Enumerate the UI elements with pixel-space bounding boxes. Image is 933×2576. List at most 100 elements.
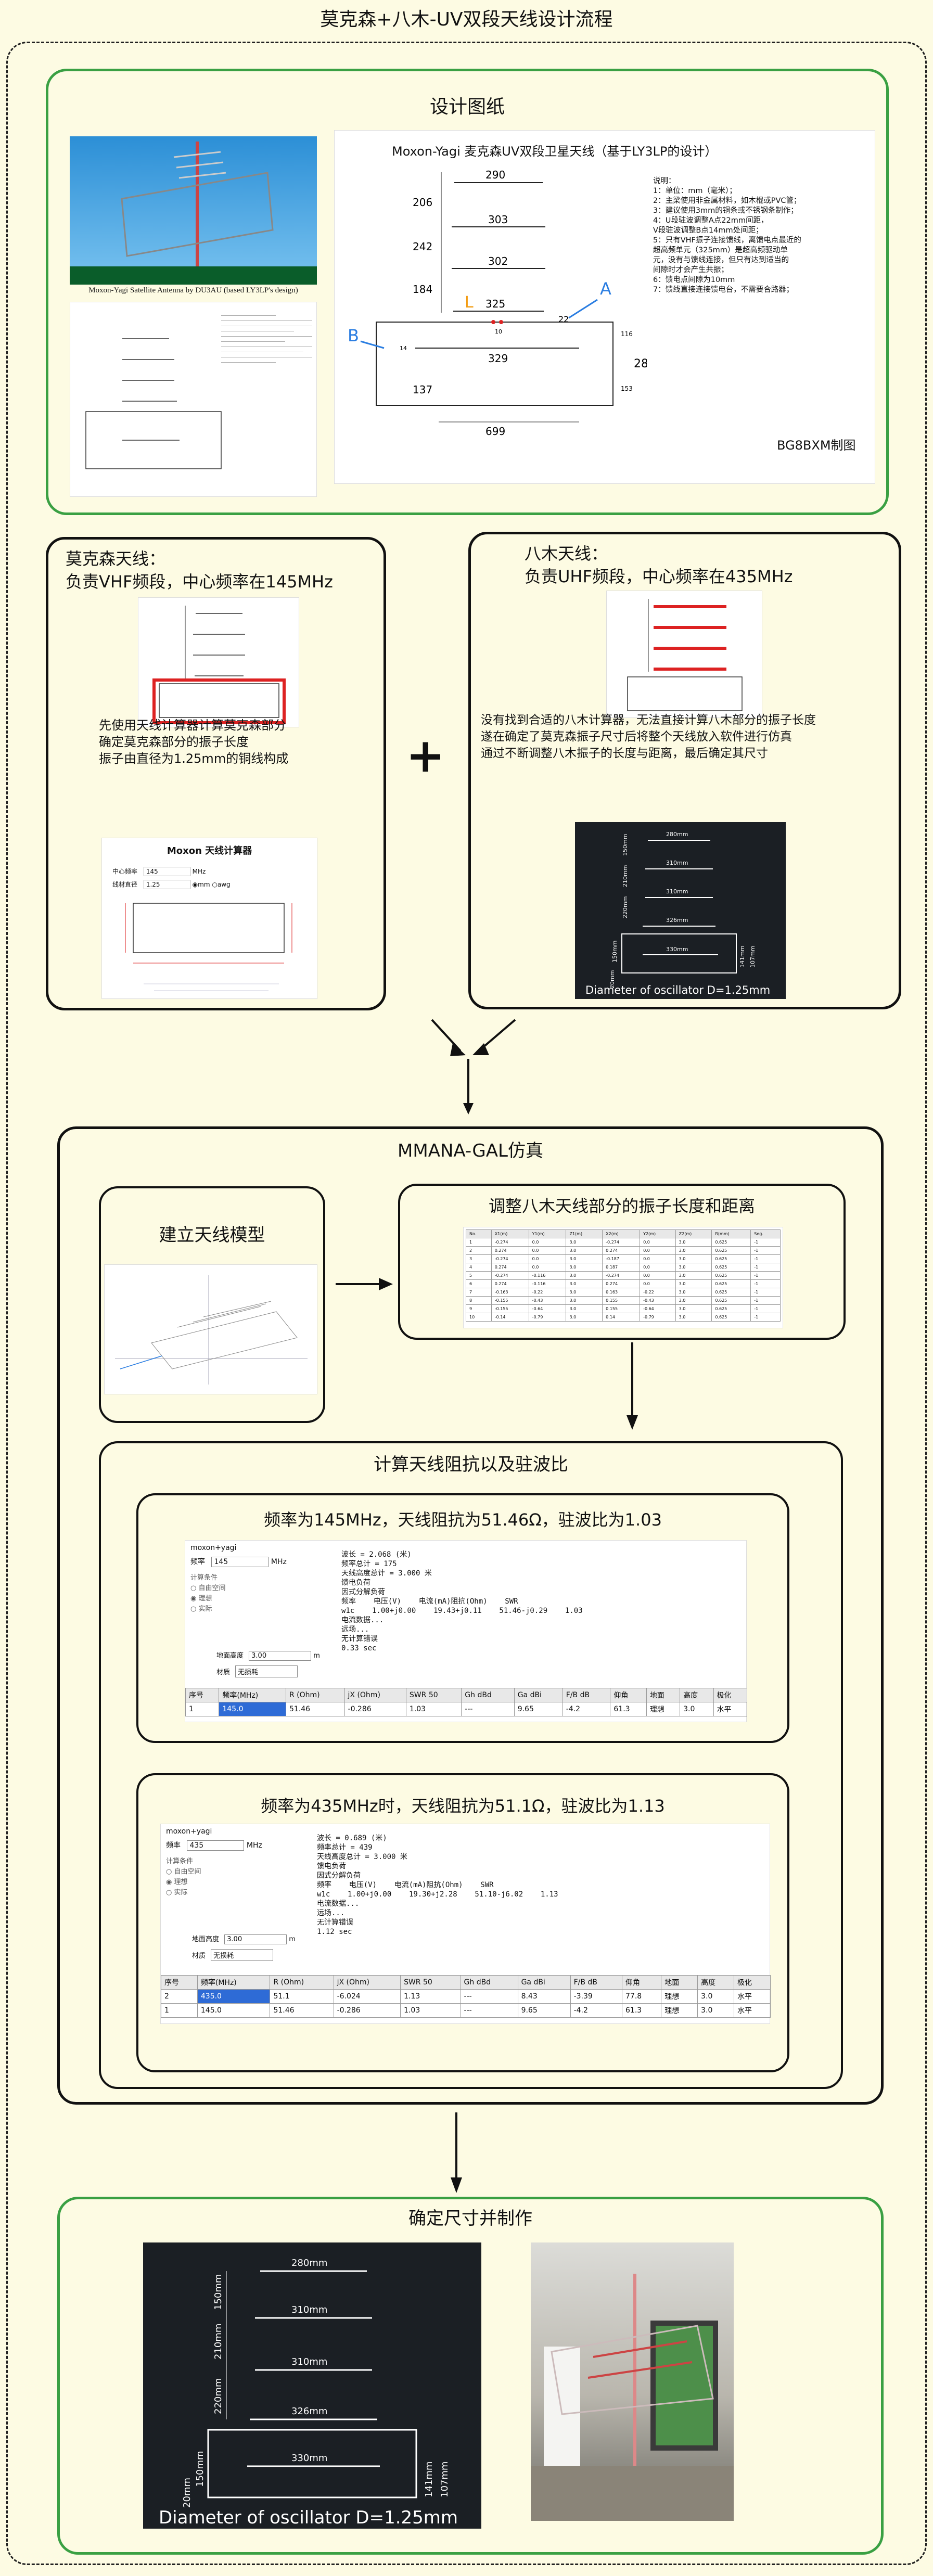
table-cell: 2 [466,1246,492,1255]
dim-116: 116 [621,330,633,338]
adjust-box [398,1184,846,1340]
dim-302: 302 [488,255,508,267]
calc-wire-row: 线材直径 1.25 ◉mm ○awg [112,880,231,889]
table-cell: 5 [466,1271,492,1280]
table-cell: 0.14 [602,1313,641,1322]
final-dim-107: 107mm [439,2462,450,2497]
mmana-section-title: MMANA-GAL仿真 [398,1140,543,1161]
table-cell: -4.2 [570,2003,623,2018]
mm-radio[interactable]: ◉ [192,881,198,888]
antenna-photo [70,136,317,285]
adjust-title: 调整八木天线部分的振子长度和距离 [488,1196,755,1216]
table-cell: -0.286 [333,2003,401,2018]
r435-window-title: moxon+yagi [166,1827,212,1836]
table-cell: 3.0 [675,1313,712,1322]
table-cell: -1 [750,1288,781,1297]
column-header: 高度 [680,1688,714,1702]
r435-free-space-radio[interactable]: ○ 自由空间 [166,1868,201,1876]
table-cell: -0.116 [528,1271,567,1280]
r435-ideal-radio[interactable]: ◉ 理想 [166,1878,188,1886]
table-cell: -0.116 [528,1279,567,1288]
table-cell: 3.0 [566,1296,603,1305]
table-cell: 0.274 [602,1246,641,1255]
final-dim-220: 220mm [213,2378,224,2414]
r145-free-space-radio[interactable]: ○ 自由空间 [190,1584,226,1592]
adjust-table-panel: No.X1(m)Y1(m) Z1(m)X2(m)Y2(m) Z2(m)R(mm)… [463,1227,783,1328]
yagi-sim-diagram: 280mm 310mm 310mm 326mm 330mm 150mm 210m… [575,822,786,999]
drawing-title: Moxon-Yagi 麦克森UV双段卫星天线（基于LY3LP的设计） [392,144,718,159]
yagi-section [468,532,901,1009]
r145-freq-input[interactable]: 145 [211,1557,269,1567]
column-header: Gh dBd [460,1975,518,1990]
r145-options: 计算条件 ○ 自由空间 ◉ 理想 ○ 实际 [190,1573,226,1614]
table-cell: 3.0 [566,1279,603,1288]
moxon-drawing [138,597,299,727]
table-cell: 0.163 [602,1288,641,1297]
column-header: F/B dB [570,1975,623,1990]
r145-material-select[interactable]: 无损耗 [235,1665,298,1677]
r435-readout: 波长 = 0.689 (米) 频率总计 = 439 天线高度总计 = 3.000… [317,1834,558,1936]
arrow-down-2 [451,2112,462,2193]
r145-ground-input[interactable]: 3.00 [249,1651,312,1661]
table-cell: -0.79 [528,1313,567,1322]
table-cell: 9 [466,1304,492,1313]
point-b-label: B [348,326,359,345]
point-a-label: A [600,279,611,299]
table-cell: 0.625 [711,1246,751,1255]
table-cell: 3.0 [566,1246,603,1255]
table-cell: 1.13 [400,1989,461,2004]
moxon-drawing-svg [152,606,286,724]
dim-290: 290 [485,169,505,181]
result-435-window: moxon+yagi 频率 435 MHz 计算条件 ○ 自由空间 ◉ 理想 ○… [160,1824,771,2024]
moxon-description: 先使用天线计算器计算莫克森部分确定莫克森部分的振子长度振子由直径为1.25mm的… [99,718,289,766]
column-header: Ga dBi [514,1688,563,1702]
table-cell: 理想 [661,1989,698,2004]
sim-dim-150b: 150mm [611,941,618,963]
r435-ground-input[interactable]: 3.00 [224,1934,287,1944]
table-cell: 0.625 [711,1313,751,1322]
table-cell: 145.0 [219,1702,286,1716]
awg-radio[interactable]: ○ [212,881,218,888]
r435-freq-input[interactable]: 435 [187,1840,245,1851]
result-435-box [136,1773,789,2072]
table-cell: 3.0 [680,1702,714,1716]
calc-freq-input[interactable]: 145 [143,867,190,876]
table-cell: 0.625 [711,1279,751,1288]
table-cell: 0.274 [602,1279,641,1288]
drawing-notes: 说明：1：单位：mm（毫米）；2：主梁使用非金属材料，如木棍或PVC管； 3：建… [653,177,801,294]
table-cell: 3.0 [675,1238,712,1247]
r435-real-radio[interactable]: ○ 实际 [166,1889,188,1896]
table-cell: 3.0 [675,1254,712,1263]
table-cell: -6.024 [333,1989,401,2004]
reference-drawing [85,338,222,469]
column-header: 序号 [185,1688,220,1702]
r145-ideal-radio[interactable]: ◉ 理想 [190,1595,212,1603]
r145-real-radio[interactable]: ○ 实际 [190,1605,212,1613]
r435-material-select[interactable]: 无损耗 [211,1949,274,1961]
table-cell: 0.0 [528,1254,567,1263]
model-view [104,1264,317,1394]
table-cell: 0.0 [528,1263,567,1272]
table-cell: -3.39 [570,1989,623,2004]
wire-table: No.X1(m)Y1(m) Z1(m)X2(m)Y2(m) Z2(m)R(mm)… [466,1229,781,1322]
table-cell: -0.22 [528,1288,567,1297]
table-cell: -0.274 [491,1238,529,1247]
table-cell: 0.0 [640,1254,676,1263]
table-cell: 1.03 [400,2003,461,2018]
sim-dim-20: 20mm [609,970,616,989]
calc-wire-input[interactable]: 1.25 [143,880,190,889]
design-drawing: Moxon-Yagi 麦克森UV双段卫星天线（基于LY3LP的设计） 说明：1：… [334,130,875,484]
